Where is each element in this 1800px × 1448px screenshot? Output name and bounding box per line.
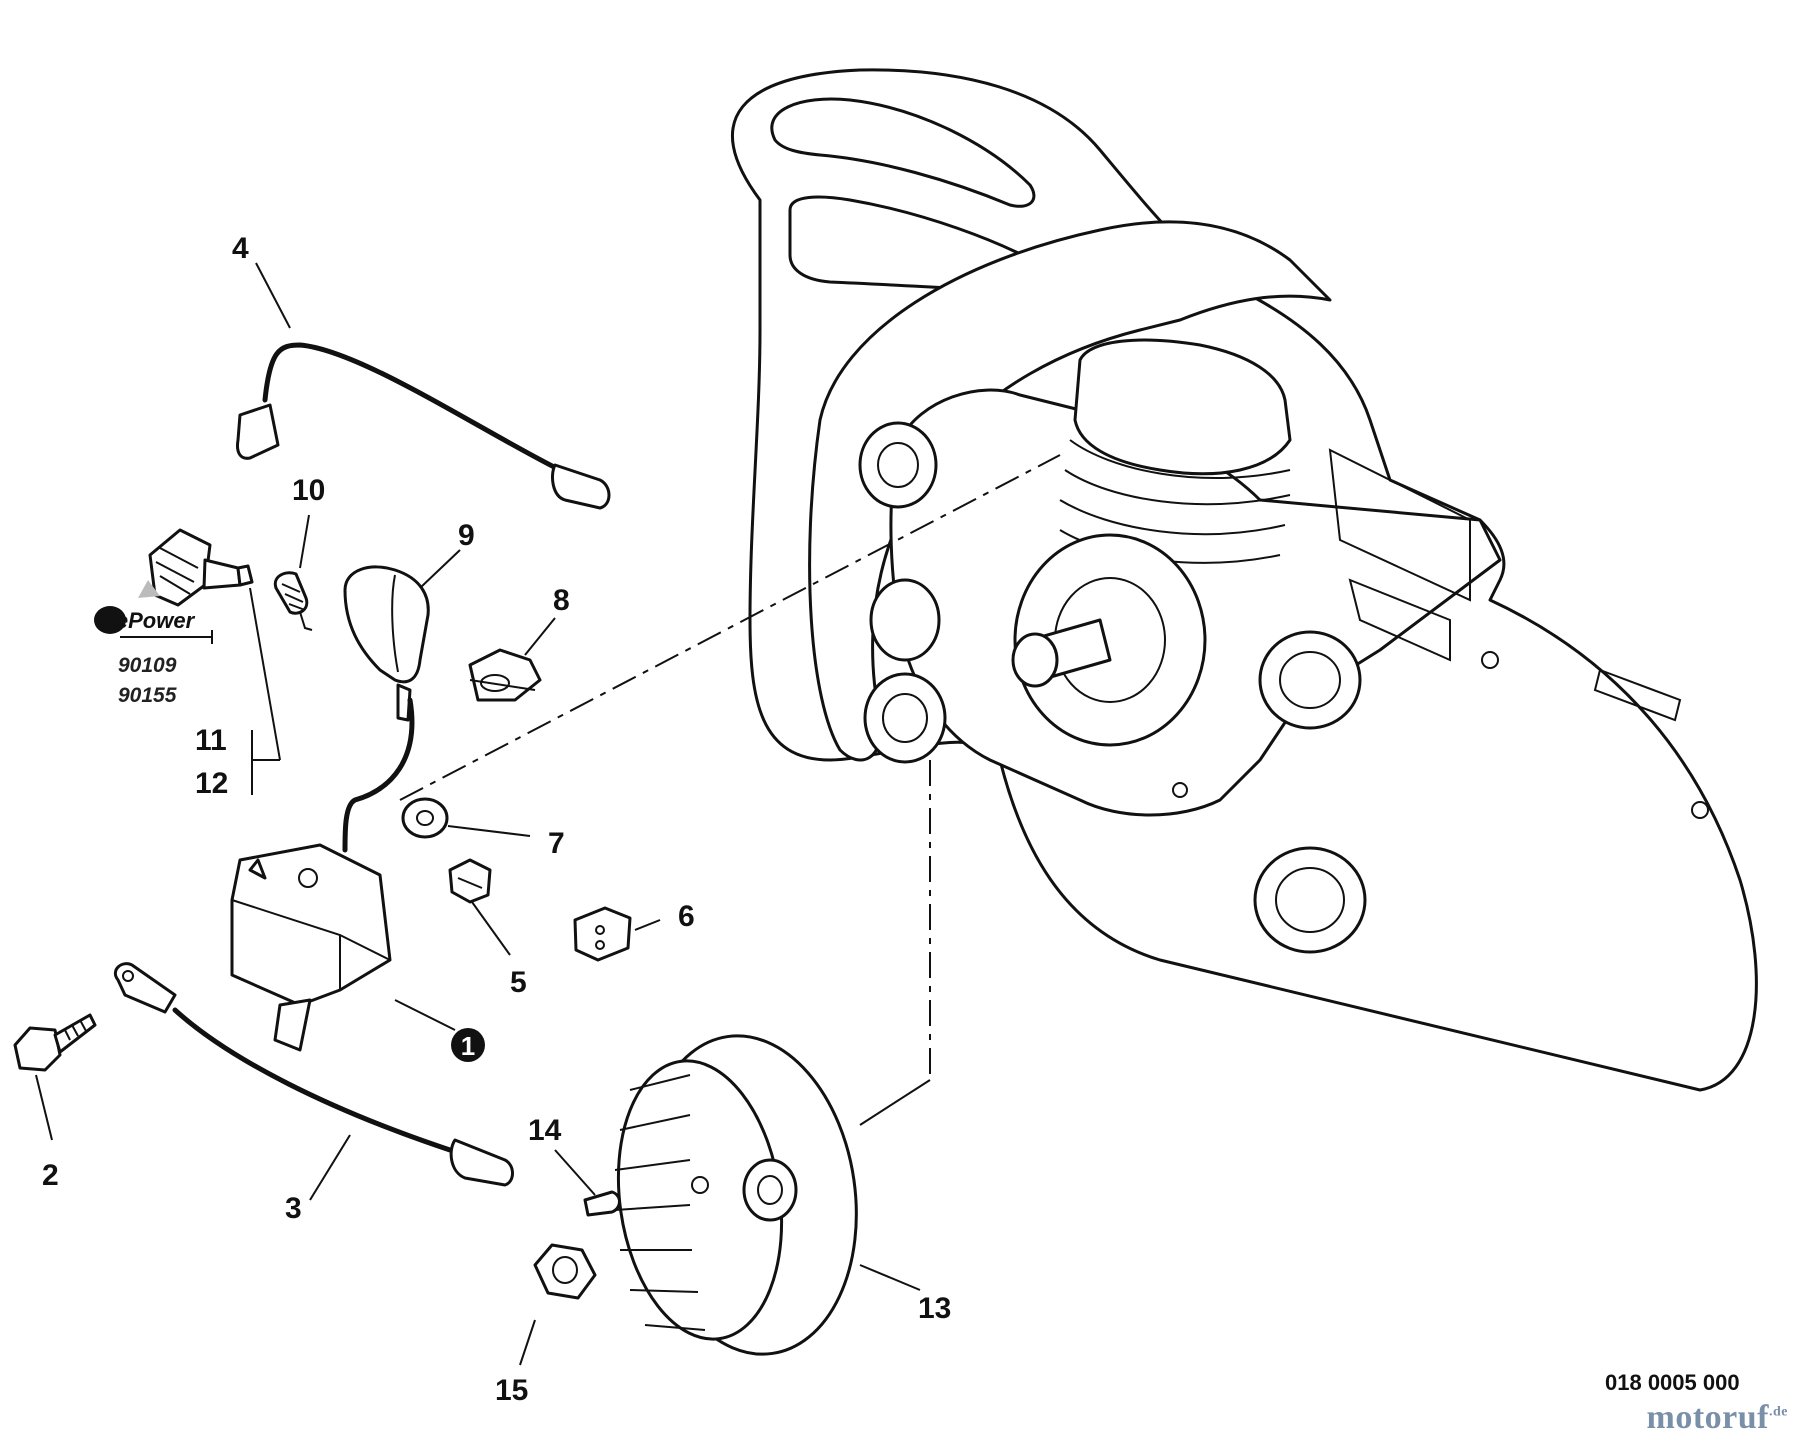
- part-7-washer: [401, 797, 449, 839]
- part-11-spark-plug: [138, 528, 254, 607]
- callout-15: 15: [495, 1374, 528, 1407]
- repower-badge: RePower 90109 90155: [94, 606, 213, 707]
- callout-3: 3: [285, 1192, 302, 1225]
- part-2-screw: [13, 1013, 97, 1072]
- callout-10: 10: [292, 474, 325, 507]
- part-10-spring: [273, 571, 313, 631]
- callout-12: 12: [195, 767, 228, 800]
- watermark-brand: motoruf: [1646, 1399, 1769, 1436]
- watermark-tld: .de: [1769, 1404, 1788, 1420]
- callout-11: 11: [195, 724, 227, 757]
- callout-13: 13: [918, 1292, 951, 1325]
- document-code: 018 0005 000: [1605, 1370, 1740, 1395]
- leader-lines: [35, 262, 921, 1366]
- callout-1: 1: [461, 1031, 475, 1061]
- callout-2: 2: [42, 1159, 59, 1192]
- part-15-nut: [533, 1243, 597, 1300]
- callout-9: 9: [458, 519, 475, 552]
- callout-14: 14: [528, 1114, 562, 1147]
- part-13-flywheel: [614, 1034, 858, 1356]
- part-1-ignition-coil: [230, 697, 415, 1052]
- repower-part-1: 90109: [118, 654, 177, 677]
- callout-6: 6: [678, 900, 695, 933]
- part-9-boot: [343, 565, 430, 722]
- callouts: 1 2 3 4 5 6 7 8 9 10 11 12 13 14 15: [42, 232, 951, 1407]
- part-5-clip: [448, 858, 492, 904]
- watermark-logo: motoruf.de: [1647, 1399, 1788, 1437]
- part-8-grommet: [468, 648, 542, 702]
- part-14-key: [583, 1190, 621, 1217]
- callout-7: 7: [548, 827, 565, 860]
- assembly-lines: [399, 454, 1061, 1126]
- callout-5: 5: [510, 966, 527, 999]
- repower-logo: RePower: [100, 608, 196, 633]
- part-3-ground-wire: [113, 962, 514, 1187]
- part-6-block: [573, 906, 632, 962]
- chainsaw-housing: [731, 68, 1758, 1092]
- callout-1-badge: [451, 1028, 485, 1062]
- part-4-wire: [236, 342, 611, 510]
- repower-part-2: 90155: [118, 684, 177, 707]
- callout-8: 8: [553, 584, 570, 617]
- callout-4: 4: [232, 232, 249, 265]
